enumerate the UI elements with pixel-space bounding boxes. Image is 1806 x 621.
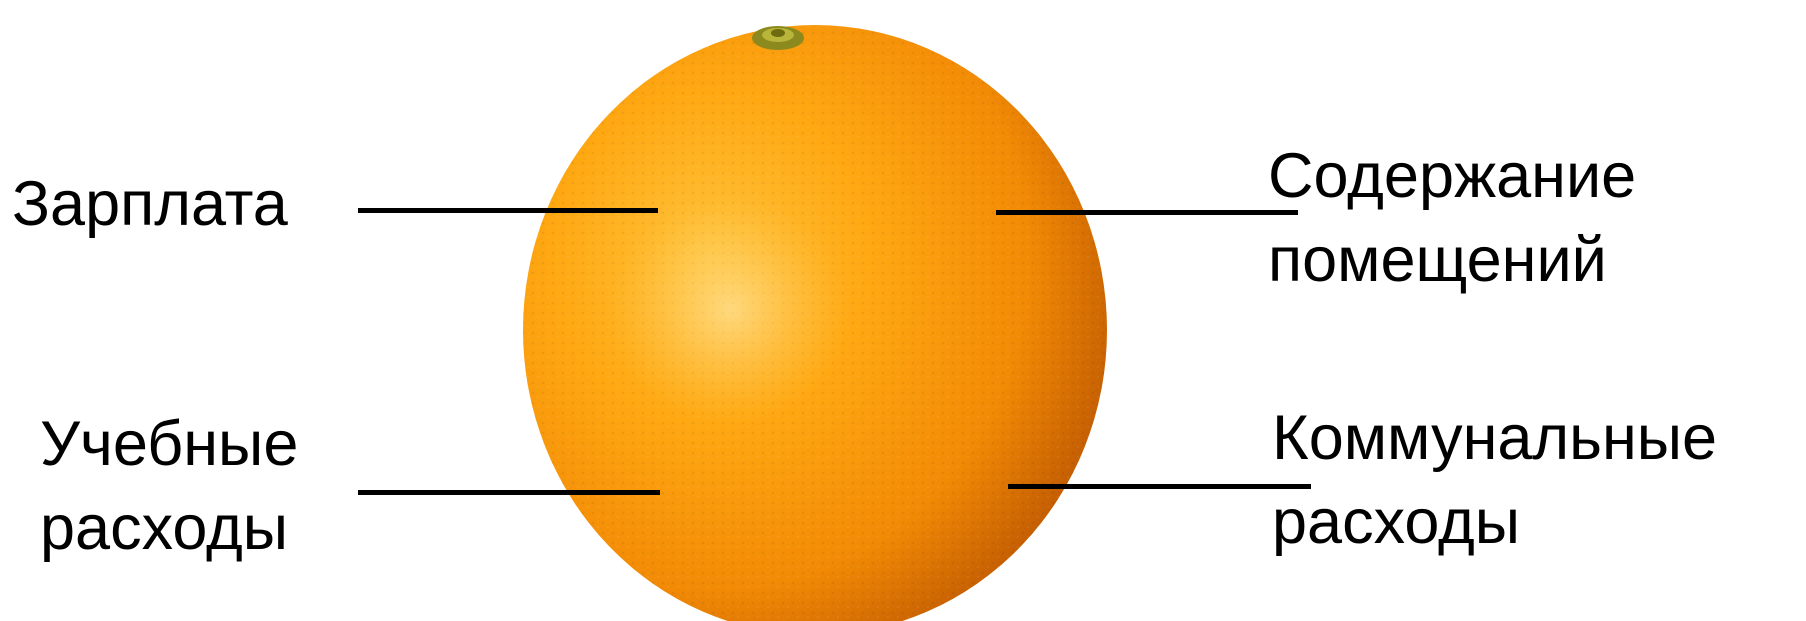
educational-label-line-2: расходы — [40, 486, 298, 570]
premises-label-line-2: помещений — [1268, 218, 1636, 302]
salary-leader-line — [358, 208, 658, 213]
utility-expenses-leader-line — [1008, 484, 1311, 489]
orange-stem — [752, 26, 804, 50]
utility-label-line-2: расходы — [1272, 480, 1717, 564]
premises-label-line-1: Содержание — [1268, 134, 1636, 218]
educational-expenses-label: Учебные расходы — [40, 402, 298, 570]
salary-label-text: Зарплата — [12, 162, 288, 246]
premises-maintenance-leader-line — [996, 210, 1298, 215]
utility-label-line-1: Коммунальные — [1272, 396, 1717, 480]
utility-expenses-label: Коммунальные расходы — [1272, 396, 1717, 564]
educational-label-line-1: Учебные — [40, 402, 298, 486]
salary-label: Зарплата — [12, 162, 288, 246]
orange-highlight — [610, 195, 850, 425]
educational-expenses-leader-line — [358, 490, 660, 495]
premises-maintenance-label: Содержание помещений — [1268, 134, 1636, 302]
